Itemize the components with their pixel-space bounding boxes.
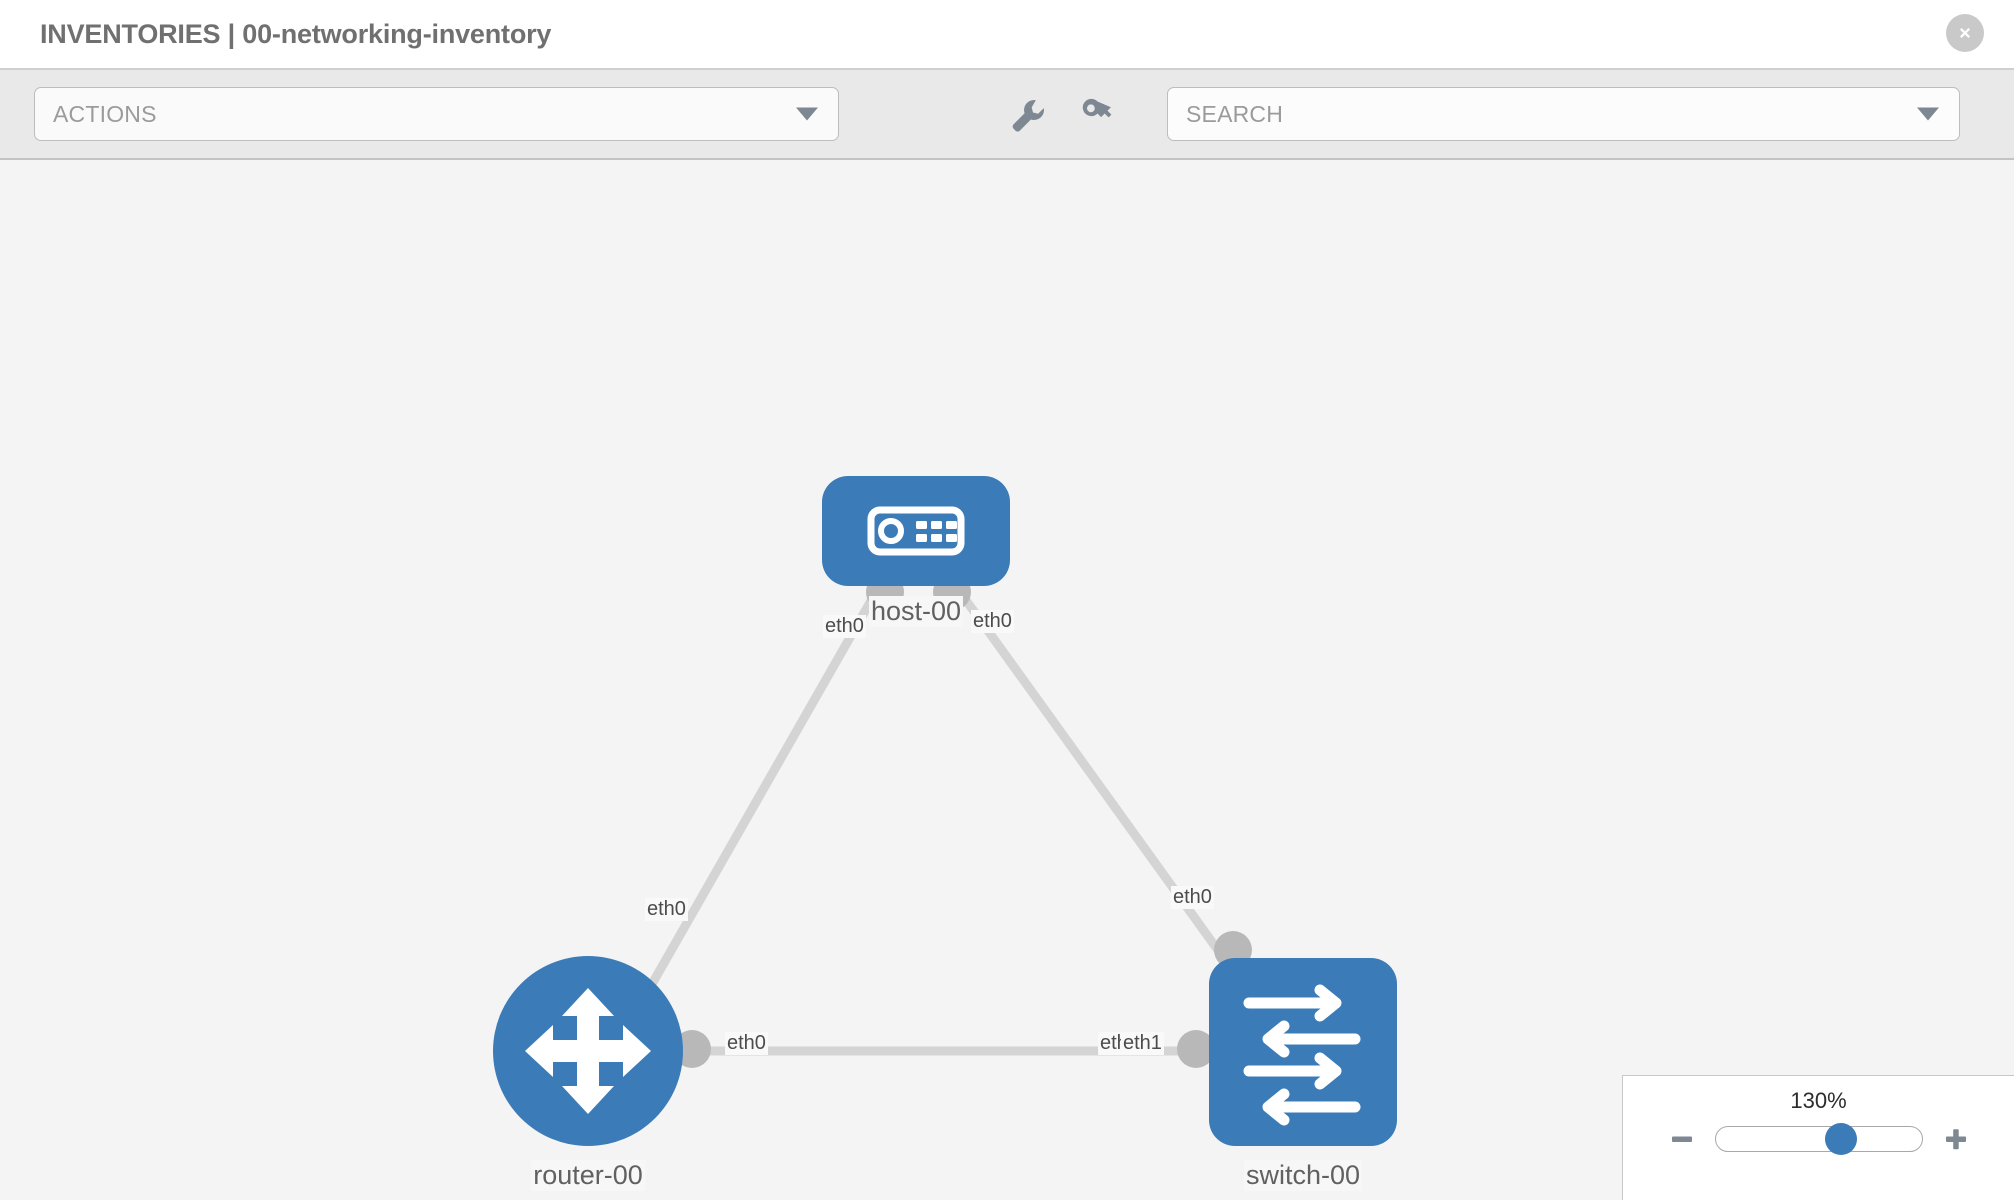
wrench-icon[interactable] bbox=[1003, 91, 1049, 137]
iface-label-switch00-west: eth1 bbox=[1121, 1032, 1164, 1055]
router-icon bbox=[525, 988, 651, 1114]
actions-dropdown-label: ACTIONS bbox=[53, 100, 157, 127]
topology-graph bbox=[493, 476, 1397, 1146]
toolbar: ACTIONS SEARCH bbox=[0, 68, 2014, 160]
iface-label-router00-east: eth0 bbox=[725, 1032, 768, 1055]
search-input[interactable]: SEARCH bbox=[1167, 87, 1960, 141]
connector-switch00-west bbox=[1177, 1030, 1215, 1068]
iface-label-host00-left: eth0 bbox=[823, 615, 866, 638]
chevron-down-icon bbox=[1917, 107, 1939, 121]
page-title: INVENTORIES | 00-networking-inventory bbox=[40, 18, 552, 49]
zoom-percent-label: 130% bbox=[1790, 1088, 1847, 1113]
iface-label-switch00-north: eth0 bbox=[1171, 886, 1214, 909]
host-icon bbox=[867, 506, 965, 556]
zoom-slider-track[interactable] bbox=[1714, 1123, 1923, 1155]
key-icon[interactable] bbox=[1079, 91, 1125, 137]
actions-dropdown[interactable]: ACTIONS bbox=[34, 87, 839, 141]
zoom-slider-row bbox=[1665, 1122, 1973, 1156]
node-label-host-00: host-00 bbox=[868, 596, 964, 627]
chevron-down-icon bbox=[796, 107, 818, 121]
iface-label-host00-right: eth0 bbox=[971, 610, 1014, 633]
topology-canvas[interactable]: host-00 router-00 switch-00 eth0 eth0 et… bbox=[0, 160, 2014, 1200]
topology-links bbox=[636, 582, 1229, 1056]
node-label-router-00: router-00 bbox=[531, 1160, 645, 1191]
search-input-placeholder: SEARCH bbox=[1186, 100, 1284, 127]
zoom-control: 130% bbox=[1622, 1075, 2014, 1200]
zoom-slider-thumb[interactable] bbox=[1825, 1123, 1858, 1155]
node-switch-00 bbox=[1209, 958, 1397, 1146]
link-host00-router00 bbox=[636, 582, 884, 1008]
close-icon[interactable] bbox=[1946, 14, 1984, 52]
plus-icon[interactable] bbox=[1939, 1122, 1973, 1156]
switch-icon bbox=[1243, 984, 1361, 1126]
node-label-switch-00: switch-00 bbox=[1243, 1160, 1363, 1191]
node-router-00 bbox=[493, 956, 683, 1146]
topology-connectors bbox=[673, 573, 1252, 1068]
node-host-00 bbox=[822, 476, 1010, 586]
iface-label-router00-north: eth0 bbox=[645, 898, 688, 921]
window-header: INVENTORIES | 00-networking-inventory bbox=[0, 0, 2014, 68]
toolbar-icon-group bbox=[1003, 91, 1125, 137]
minus-icon[interactable] bbox=[1665, 1122, 1699, 1156]
